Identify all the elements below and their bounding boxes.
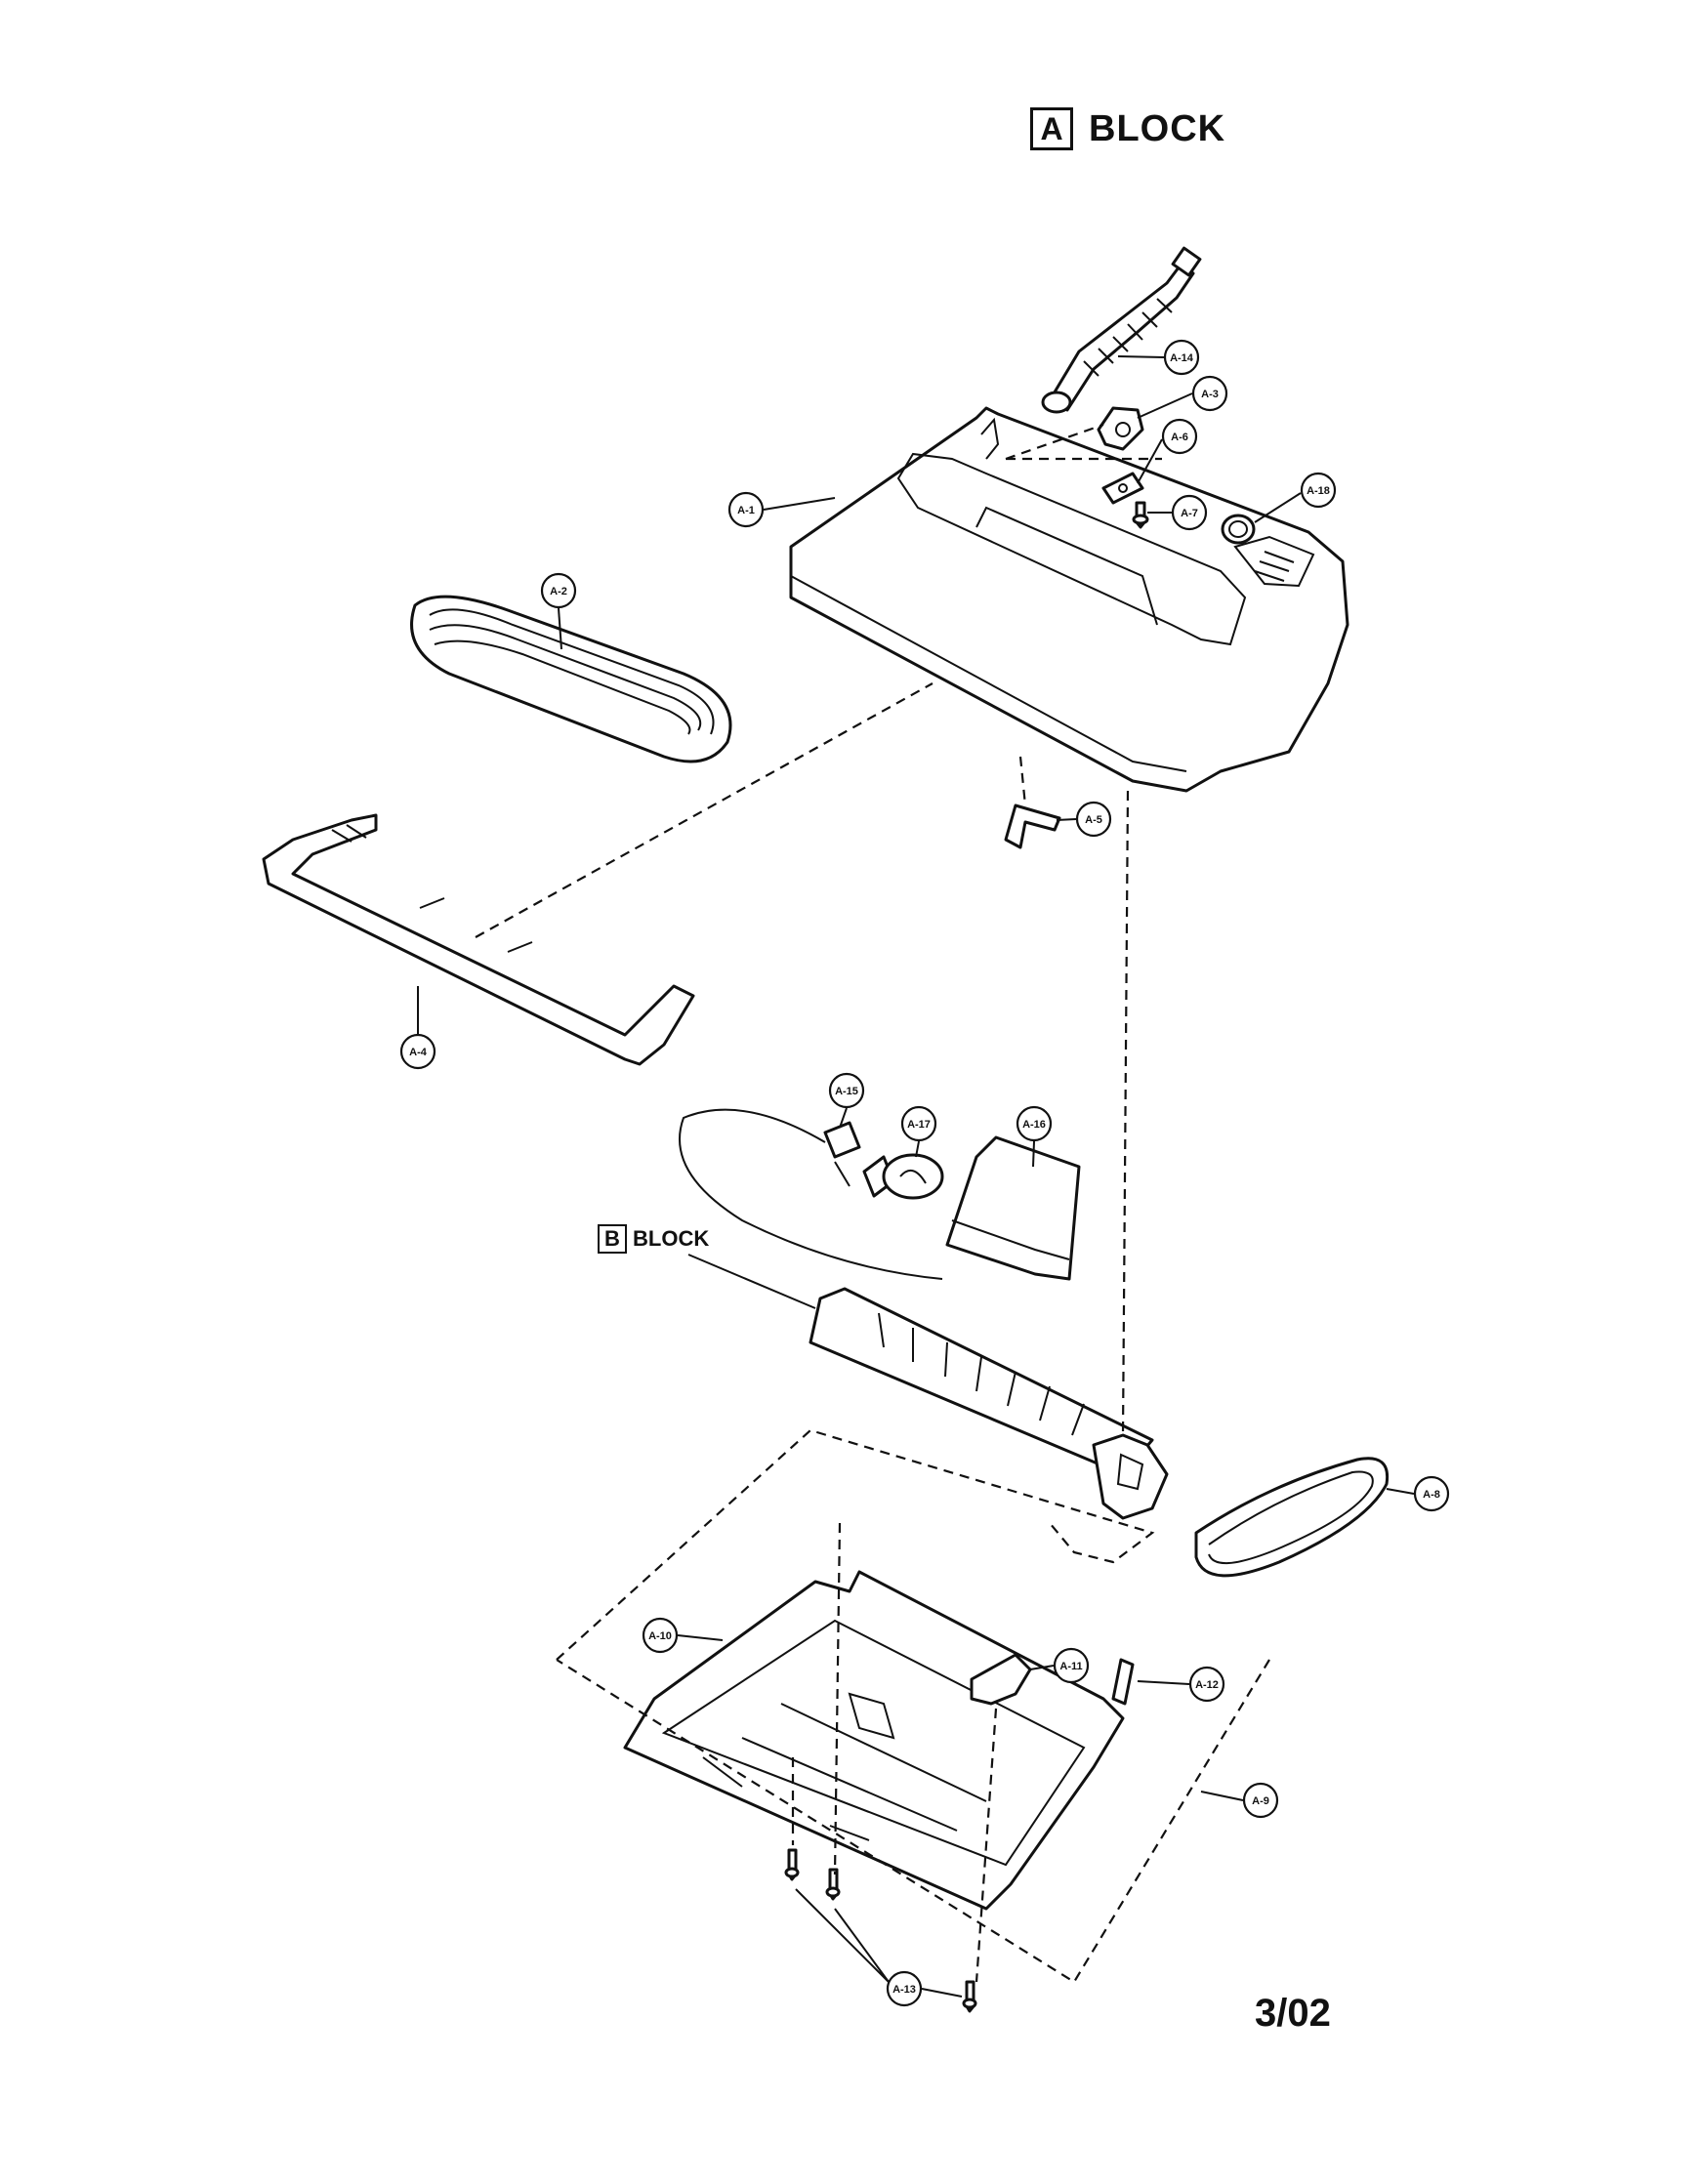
callout-label: A-6 xyxy=(1171,432,1188,443)
callout-a14: A-14 xyxy=(1163,339,1200,376)
callout-label: A-11 xyxy=(1059,1661,1082,1672)
callout-circle xyxy=(1191,375,1228,412)
callout-circle xyxy=(1242,1782,1279,1819)
callout-label: A-14 xyxy=(1170,352,1194,364)
callout-a2: A-2 xyxy=(540,572,577,609)
callout-circle xyxy=(1300,472,1337,509)
block-a-letter-box: A xyxy=(1030,107,1073,150)
callout-a1: A-1 xyxy=(727,491,765,528)
callout-circle xyxy=(886,1970,923,2007)
callout-label: A-9 xyxy=(1252,1795,1269,1807)
callout-circle xyxy=(1075,801,1112,838)
block-b-letter-box: B xyxy=(598,1224,627,1254)
callout-leader-lines xyxy=(417,355,1415,1998)
callout-label: A-13 xyxy=(892,1984,916,1996)
callout-circle xyxy=(1413,1475,1450,1512)
callout-circle xyxy=(727,491,765,528)
callout-circle xyxy=(540,572,577,609)
lamp-cord-part xyxy=(679,1108,943,1280)
callout-a3: A-3 xyxy=(1191,375,1228,412)
height-knob-part xyxy=(1221,514,1256,545)
callout-label: A-8 xyxy=(1423,1489,1440,1501)
callout-label: A-3 xyxy=(1201,389,1219,400)
lamp-bulb-part xyxy=(862,1153,944,1200)
callout-a17: A-17 xyxy=(900,1105,937,1142)
assembly-guide-lines xyxy=(475,423,1270,1984)
brush-roll-part xyxy=(809,1287,1169,1520)
lamp-lens-part xyxy=(945,1135,1081,1281)
callout-label: A-12 xyxy=(1195,1679,1219,1691)
callout-circle xyxy=(1163,339,1200,376)
callout-label: A-5 xyxy=(1085,814,1102,826)
callout-label: A-18 xyxy=(1307,485,1330,497)
revision-date: 3/02 xyxy=(1255,1992,1331,2035)
callout-a13: A-13 xyxy=(886,1970,923,2007)
callout-label: A-16 xyxy=(1022,1119,1046,1131)
callout-circle xyxy=(1016,1105,1053,1142)
drive-belt-part xyxy=(1194,1457,1390,1578)
callout-circle xyxy=(399,1033,436,1070)
callout-a9: A-9 xyxy=(1242,1782,1279,1819)
screw-part xyxy=(1132,501,1149,529)
block-a-title: A BLOCK xyxy=(1030,107,1225,150)
callout-group: A-1A-2A-3A-4A-5A-6A-7A-8A-9A-10A-11A-12A… xyxy=(399,339,1450,2007)
callout-circle xyxy=(1053,1647,1090,1684)
callout-label: A-17 xyxy=(907,1119,931,1131)
callout-a15: A-15 xyxy=(828,1072,865,1109)
block-b-word: BLOCK xyxy=(633,1226,710,1251)
callout-a18: A-18 xyxy=(1300,472,1337,509)
callout-circle xyxy=(642,1617,679,1654)
callout-a8: A-8 xyxy=(1413,1475,1450,1512)
callout-a5: A-5 xyxy=(1075,801,1112,838)
block-b-label: B BLOCK xyxy=(598,1224,709,1254)
callout-label: A-2 xyxy=(550,586,567,598)
callout-a16: A-16 xyxy=(1016,1105,1053,1142)
callout-label: A-1 xyxy=(737,505,755,516)
base-screws-part xyxy=(784,1848,977,2013)
belt-guard-part xyxy=(970,1653,1032,1706)
callout-a6: A-6 xyxy=(1161,418,1198,455)
nozzle-housing-part xyxy=(789,406,1349,793)
callout-label: A-4 xyxy=(409,1047,428,1058)
block-a-word: BLOCK xyxy=(1089,107,1226,149)
base-plate-part xyxy=(623,1570,1125,1911)
callout-a10: A-10 xyxy=(642,1617,679,1654)
callout-a4: A-4 xyxy=(399,1033,436,1070)
spring-clip-part xyxy=(1111,1658,1135,1706)
callout-label: A-15 xyxy=(835,1086,858,1097)
callout-a11: A-11 xyxy=(1053,1647,1090,1684)
clip-part xyxy=(1004,804,1061,849)
callout-circle xyxy=(828,1072,865,1109)
hose-part xyxy=(1041,246,1202,414)
callout-a12: A-12 xyxy=(1188,1666,1225,1703)
callout-circle xyxy=(1171,494,1208,531)
callout-circle xyxy=(900,1105,937,1142)
grille-part xyxy=(410,595,732,763)
bracket-part xyxy=(1101,472,1144,505)
callout-circle xyxy=(1188,1666,1225,1703)
callout-a7: A-7 xyxy=(1171,494,1208,531)
bumper-part xyxy=(262,813,695,1066)
callout-circle xyxy=(1161,418,1198,455)
hose-cap-part xyxy=(1097,406,1144,451)
callout-label: A-10 xyxy=(648,1630,672,1642)
callout-label: A-7 xyxy=(1181,508,1198,519)
